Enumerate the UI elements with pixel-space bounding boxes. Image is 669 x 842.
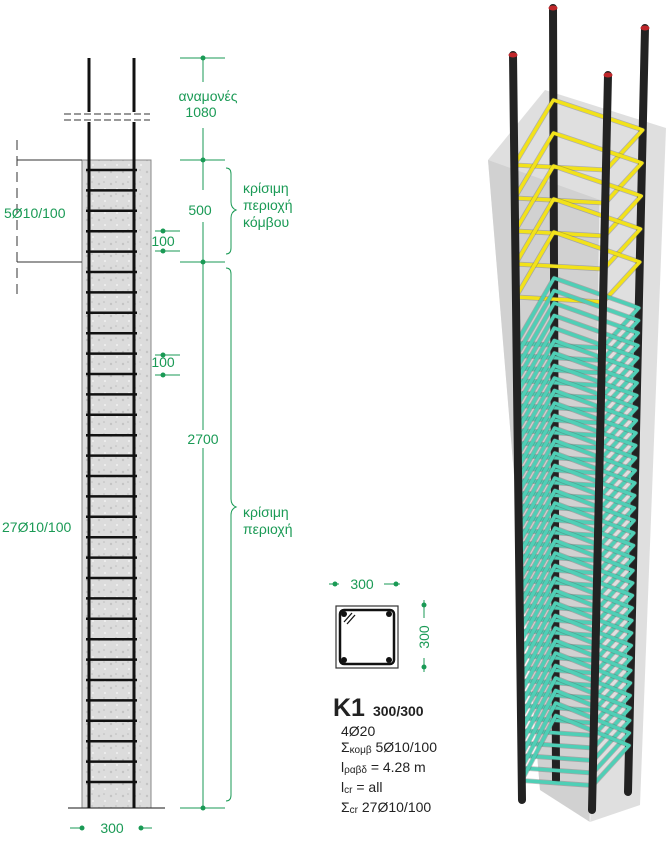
critical-label-2: περιοχή: [243, 521, 293, 537]
cross-section: 300 300: [329, 576, 432, 672]
node-zone-label-2: περιοχή: [243, 197, 293, 213]
bars: 4Ø20: [341, 723, 376, 739]
tie: [513, 164, 644, 238]
rebar-end-cap: [640, 25, 650, 31]
column-width: 300: [100, 820, 124, 836]
rebar: [509, 51, 526, 804]
bar-length-info: lραβδ = 4.28 m: [341, 759, 426, 776]
node-spacing: 100: [151, 233, 175, 249]
section-height: 300: [416, 625, 432, 649]
anamones-value: 1080: [185, 104, 216, 120]
critical-spacing: 100: [151, 354, 175, 370]
tie: [519, 676, 632, 750]
scr-info: Σcr 27Ø10/100: [341, 799, 432, 816]
node-zone-value: 500: [188, 202, 212, 218]
critical-zone-brace: [225, 267, 238, 802]
column-3d-view: [488, 4, 666, 823]
tie: [512, 131, 644, 205]
node-zone-label-1: κρίσιμη: [243, 180, 289, 196]
critical-ties-label: 27Ø10/100: [2, 519, 71, 535]
rebar: [588, 71, 612, 814]
tie: [519, 701, 632, 775]
critical-label-1: κρίσιμη: [243, 504, 289, 520]
critical-value: 2700: [187, 431, 218, 447]
tie: [514, 230, 642, 304]
rebar-end-cap: [508, 52, 518, 58]
node-ties-info: Σκομβ 5Ø10/100: [341, 739, 437, 756]
node-ties-label: 5Ø10/100: [4, 205, 66, 221]
tie: [519, 663, 632, 738]
node-zone-brace: [225, 167, 238, 255]
tie: [513, 197, 643, 271]
lcr-info: lcr = all: [341, 779, 383, 796]
tie: [520, 713, 631, 788]
tie: [512, 98, 645, 172]
column-name: K1: [333, 694, 365, 722]
anamones-label: αναμονές: [178, 88, 237, 104]
section-width: 300: [350, 576, 374, 592]
concrete-column: [81, 159, 152, 809]
column-elevation: 5Ø10/100 27Ø10/100 αναμονές 1080: [2, 55, 293, 836]
tie: [519, 688, 632, 763]
rebar-end-cap: [548, 5, 558, 11]
node-zone-label-3: κόμβου: [243, 214, 289, 230]
column-dims: 300/300: [372, 703, 424, 719]
rebar-end-cap: [603, 72, 613, 78]
column-info: K1 300/300 4Ø20 Σκομβ 5Ø10/100 lραβδ = 4.…: [333, 694, 437, 819]
